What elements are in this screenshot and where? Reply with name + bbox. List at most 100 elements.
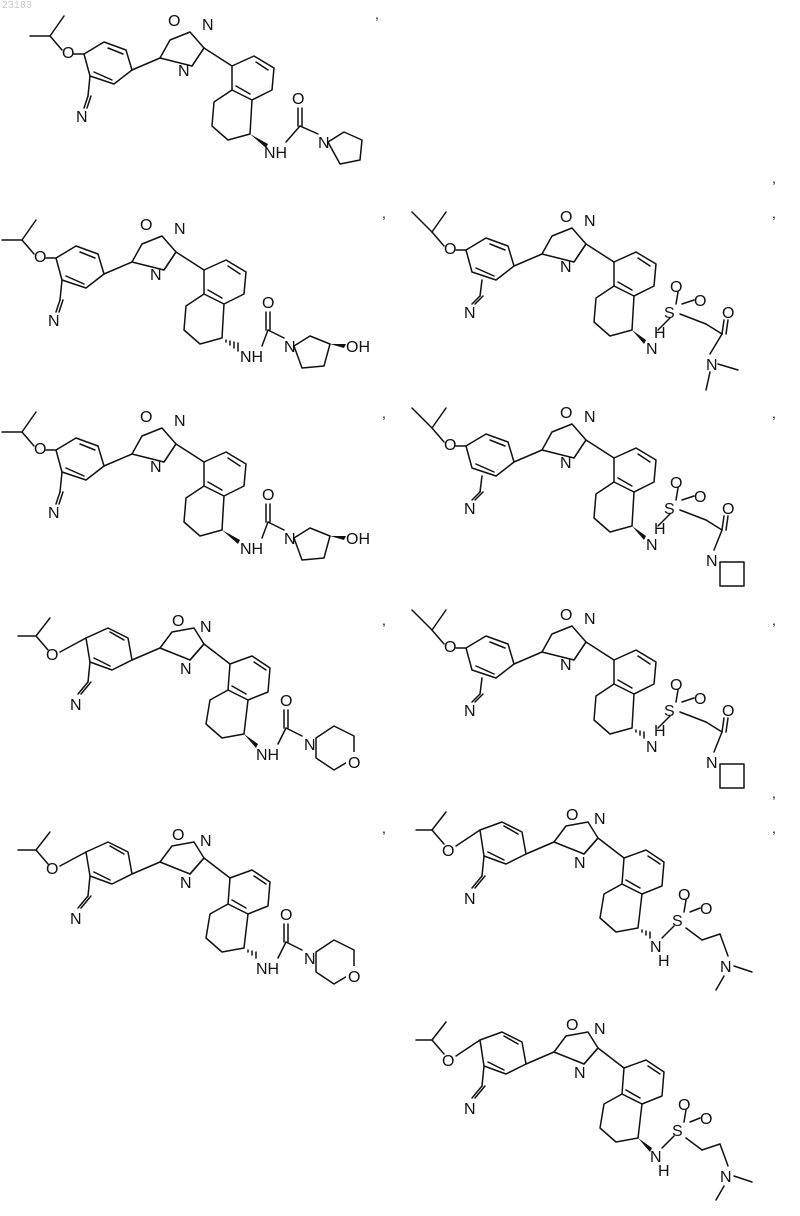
- compound-structure: O N O N N N H S O O O N: [410, 396, 770, 606]
- atom-label-n: N: [70, 911, 82, 928]
- atom-label-o: O: [46, 861, 58, 878]
- atom-label-n: N: [706, 553, 718, 570]
- compound-structure: O N O N N N H S O O O N: [410, 200, 770, 400]
- atom-label-o: O: [34, 441, 46, 458]
- atom-label-o: O: [678, 887, 690, 904]
- wedge-bond: [632, 526, 646, 540]
- compound-structure: O N O N N NH O N O: [16, 612, 376, 792]
- hashed-bond: [226, 340, 238, 351]
- atom-label-oh: OH: [346, 339, 370, 356]
- atom-label-n: N: [464, 703, 476, 720]
- benzonitrile-ring: [74, 42, 160, 108]
- atom-label-n: N: [720, 1169, 732, 1186]
- atom-label-s: S: [664, 501, 675, 518]
- atom-label-o: O: [566, 1017, 578, 1034]
- wedge-bond: [330, 344, 346, 348]
- atom-label-n: N: [574, 855, 586, 872]
- atom-label-o: O: [172, 613, 184, 630]
- atom-label-o: O: [168, 13, 180, 30]
- atom-label-n: N: [706, 755, 718, 772]
- atom-label-n: N: [560, 657, 572, 674]
- compound-structure: O N O N N NH O N OH: [0, 400, 380, 580]
- wedge-bond: [244, 734, 258, 748]
- atom-label-o: O: [694, 489, 706, 506]
- separator-comma: ,: [772, 820, 776, 836]
- wedge-bond: [330, 536, 346, 540]
- atom-label-nh: NH: [256, 961, 279, 978]
- atom-label-n: N: [174, 413, 186, 430]
- tetrahydronaphthalene: [204, 48, 274, 140]
- separator-comma: ,: [772, 405, 776, 421]
- atom-label-n: N: [594, 811, 606, 828]
- compound-structure: O N O N N N H S O O N: [410, 800, 770, 1000]
- atom-label-n: N: [706, 357, 718, 374]
- atom-label-h: H: [658, 953, 670, 970]
- atom-label-o: O: [670, 475, 682, 492]
- hashed-bond: [642, 930, 650, 938]
- atom-label-o: O: [694, 691, 706, 708]
- atom-label-n: N: [584, 611, 596, 628]
- atom-label-n: N: [150, 267, 162, 284]
- separator-comma: ,: [772, 785, 776, 801]
- atom-label-n: N: [720, 959, 732, 976]
- atom-label-o: O: [722, 703, 734, 720]
- atom-label-h: H: [658, 1163, 670, 1180]
- atom-label-n: N: [464, 305, 476, 322]
- atom-label-n: N: [584, 409, 596, 426]
- compound-structure: O N O N N NH O N: [28, 4, 378, 184]
- atom-label-o: O: [292, 91, 304, 108]
- atom-label-oh: OH: [346, 531, 370, 548]
- atom-label-n: N: [48, 313, 60, 330]
- atom-label-n: N: [180, 875, 192, 892]
- atom-label-o: O: [442, 843, 454, 860]
- oxadiazole-ring: [160, 32, 204, 66]
- atom-label-o: O: [62, 45, 74, 62]
- separator-comma: ,: [772, 612, 776, 628]
- atom-label-o: O: [172, 827, 184, 844]
- atom-label-o: O: [140, 217, 152, 234]
- atom-label-n: N: [584, 213, 596, 230]
- atom-label-o: O: [262, 487, 274, 504]
- atom-label-o: O: [262, 295, 274, 312]
- atom-label-n: N: [560, 259, 572, 276]
- wedge-bond: [632, 330, 646, 344]
- atom-label-n: N: [76, 109, 88, 126]
- atom-label-n: N: [200, 833, 212, 850]
- compound-structure: O N O N N N H S O O N: [410, 1010, 770, 1210]
- atom-label-n: N: [202, 17, 214, 34]
- atom-label-n: N: [560, 455, 572, 472]
- atom-label-n: N: [464, 891, 476, 908]
- atom-label-n: N: [594, 1021, 606, 1038]
- atom-label-o: O: [140, 409, 152, 426]
- separator-comma: ,: [772, 170, 776, 186]
- atom-label-n: N: [178, 63, 190, 80]
- atom-label-n: N: [646, 739, 658, 756]
- atom-label-s: S: [672, 1123, 683, 1140]
- hashed-bond: [248, 950, 256, 958]
- atom-label-n: N: [180, 661, 192, 678]
- atom-label-n: N: [48, 505, 60, 522]
- atom-label-n: N: [150, 459, 162, 476]
- atom-label-o: O: [348, 969, 360, 986]
- atom-label-o: O: [444, 241, 456, 258]
- isopropoxy-group: [30, 16, 64, 50]
- atom-label-n: N: [304, 951, 316, 968]
- separator-comma: ,: [382, 612, 386, 628]
- atom-label-n: N: [200, 619, 212, 636]
- atom-label-n: N: [646, 341, 658, 358]
- atom-label-o: O: [442, 1053, 454, 1070]
- atom-label-o: O: [670, 677, 682, 694]
- atom-label-o: O: [348, 755, 360, 772]
- atom-label-o: O: [444, 639, 456, 656]
- atom-label-o: O: [694, 293, 706, 310]
- atom-label-o: O: [280, 907, 292, 924]
- hashed-bond: [636, 730, 644, 738]
- atom-label-nh: NH: [240, 349, 263, 366]
- atom-label-o: O: [280, 693, 292, 710]
- atom-label-s: S: [664, 703, 675, 720]
- atom-label-o: O: [560, 607, 572, 624]
- atom-label-o: O: [670, 279, 682, 296]
- atom-label-n: N: [464, 1101, 476, 1118]
- compound-structure: O N O N N NH O N O: [16, 826, 376, 1006]
